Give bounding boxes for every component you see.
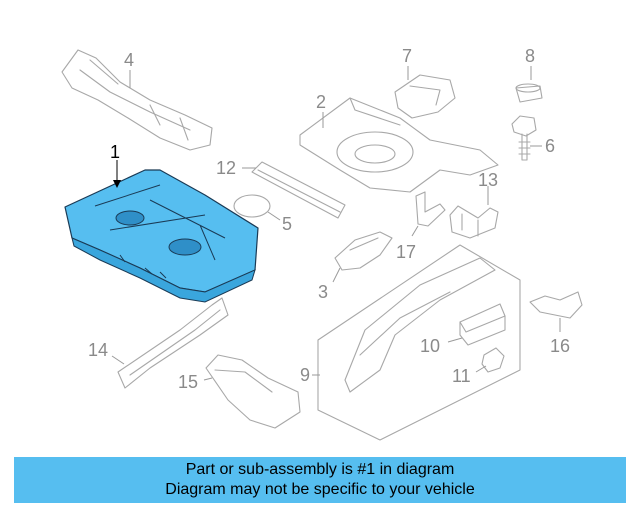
callout-15: 15 <box>178 372 198 392</box>
part-17-bracket[interactable] <box>415 191 446 227</box>
callout-9: 9 <box>300 365 310 385</box>
callout-16: 16 <box>550 336 570 356</box>
part-15-panel[interactable] <box>205 354 301 429</box>
callout-1: 1 <box>110 142 120 162</box>
part-3-mount[interactable] <box>334 231 393 271</box>
callout-8: 8 <box>525 46 535 66</box>
callout-12: 12 <box>216 158 236 178</box>
part-12-strip[interactable] <box>251 161 346 219</box>
info-banner: Part or sub-assembly is #1 in diagram Di… <box>14 457 626 503</box>
part-11-clip[interactable] <box>481 347 505 373</box>
callout-4: 4 <box>124 50 134 70</box>
callout-17: 17 <box>396 242 416 262</box>
banner-line-1: Part or sub-assembly is #1 in diagram <box>185 461 455 478</box>
callout-6: 6 <box>545 136 555 156</box>
part-10-block[interactable] <box>459 303 506 346</box>
part-5-grommet[interactable] <box>233 194 271 218</box>
callout-13: 13 <box>478 170 498 190</box>
callout-14: 14 <box>88 340 108 360</box>
callout-11: 11 <box>452 366 471 386</box>
callout-5: 5 <box>282 214 292 234</box>
parts-diagram: 4 2 7 8 6 12 5 <box>61 46 583 441</box>
callout-2: 2 <box>316 92 326 112</box>
part-14-cross-member[interactable] <box>117 297 229 389</box>
callout-10: 10 <box>420 336 440 356</box>
callout-3: 3 <box>318 282 328 302</box>
part-13-bracket[interactable] <box>449 205 499 239</box>
part-2-spare-tire-pan[interactable] <box>299 97 499 193</box>
part-9-side-rail[interactable] <box>317 244 521 441</box>
part-1-rear-floor-pan[interactable] <box>64 169 259 303</box>
banner-line-2: Diagram may not be specific to your vehi… <box>165 481 475 498</box>
part-16-hook[interactable] <box>529 291 583 319</box>
part-7-bracket[interactable] <box>394 74 456 119</box>
callout-7: 7 <box>402 46 412 66</box>
part-4-rail[interactable] <box>61 49 213 151</box>
part-6-bolt[interactable] <box>511 115 537 161</box>
part-8-plug[interactable] <box>515 83 543 103</box>
